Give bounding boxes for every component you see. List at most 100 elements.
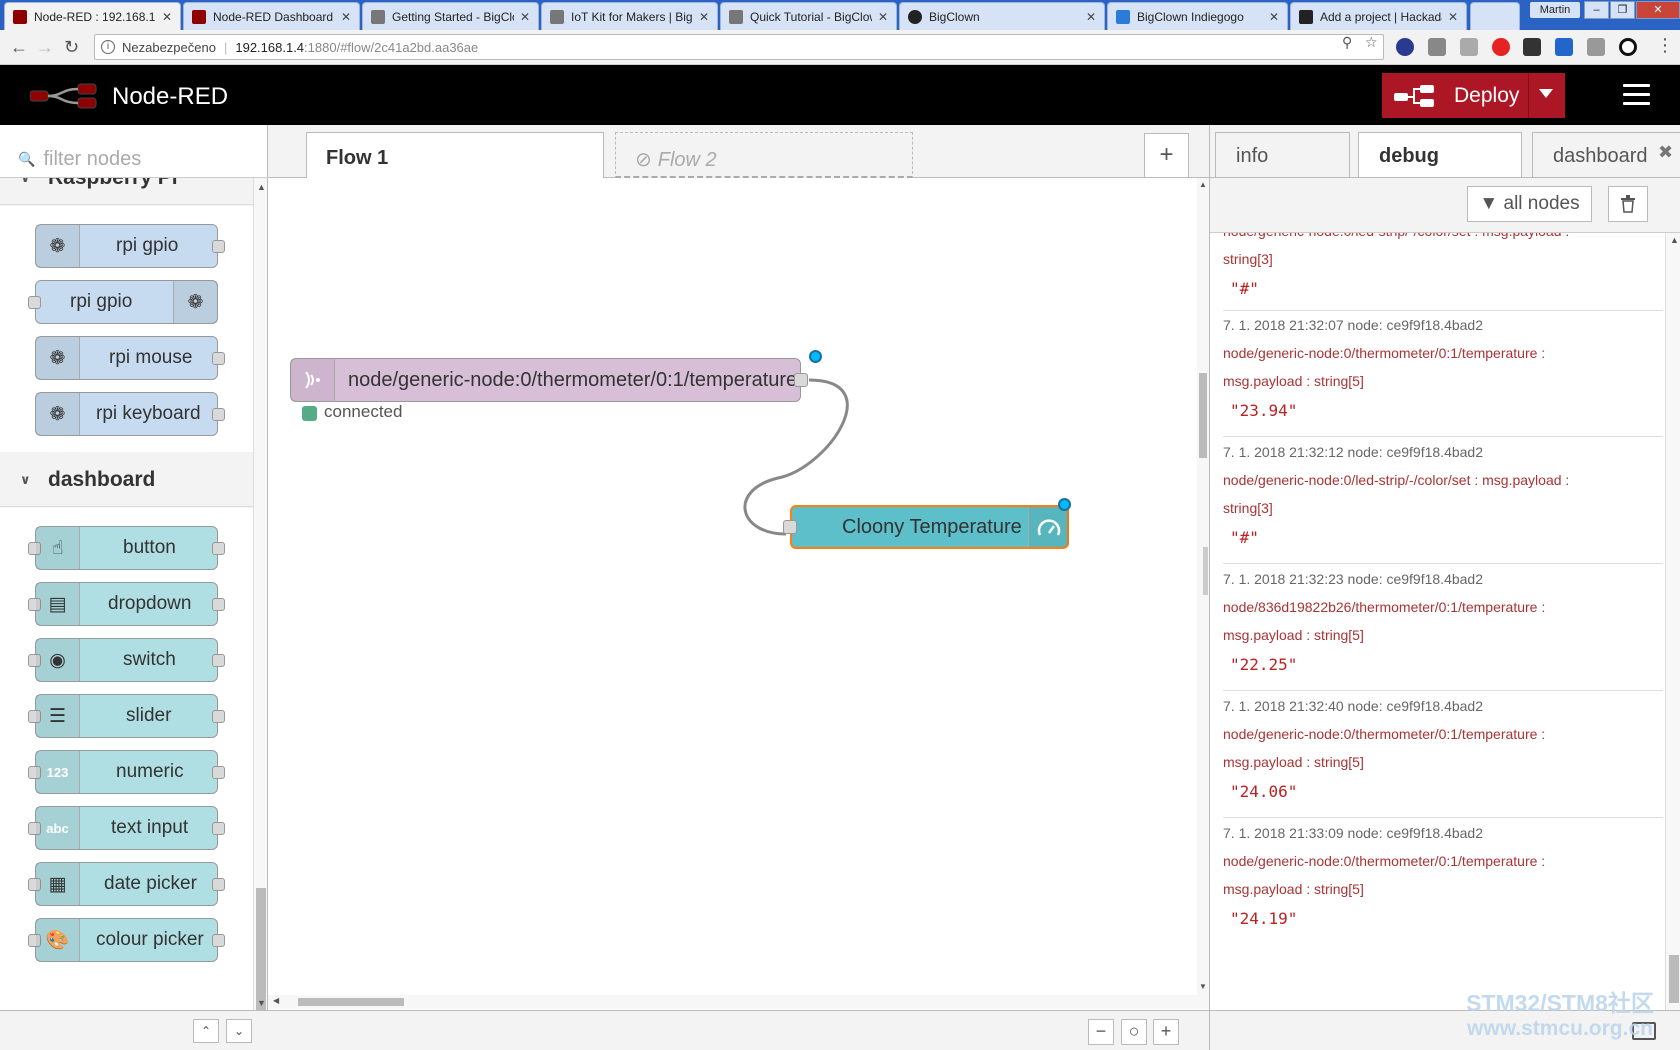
- sidebar-tab-info[interactable]: info: [1215, 132, 1350, 177]
- add-flow-button[interactable]: +: [1144, 133, 1189, 178]
- debug-message[interactable]: 7. 1. 2018 21:32:12 node: ce9f9f18.4bad2…: [1223, 438, 1663, 564]
- close-tab-icon[interactable]: ✕: [340, 9, 351, 24]
- palette-scrollbar-thumb[interactable]: [256, 888, 266, 1033]
- close-tab-icon[interactable]: ✕: [1447, 9, 1458, 24]
- scroll-left-arrow-icon[interactable]: ◀: [273, 996, 280, 1005]
- palette-category-dashboard[interactable]: ∨ dashboard: [0, 452, 253, 507]
- browser-tab-node-red[interactable]: Node-RED : 192.168.1.4 ✕: [4, 2, 181, 30]
- debug-filter-button[interactable]: ▼ all nodes: [1467, 186, 1592, 222]
- debug-message[interactable]: 7. 1. 2018 21:32:07 node: ce9f9f18.4bad2…: [1223, 311, 1663, 437]
- debug-message[interactable]: 7. 1. 2018 21:32:40 node: ce9f9f18.4bad2…: [1223, 692, 1663, 818]
- palette-node-colour-picker[interactable]: 🎨 colour picker: [28, 918, 225, 962]
- zoom-out-icon[interactable]: −: [1088, 1019, 1114, 1045]
- extension-gamepad-icon[interactable]: [1523, 38, 1541, 56]
- palette-node-switch[interactable]: ◉ switch: [28, 638, 225, 682]
- expand-all-icon[interactable]: ⌄: [226, 1019, 252, 1043]
- palette-node-label: rpi gpio: [70, 291, 133, 312]
- input-port: [28, 822, 41, 835]
- sliders-icon: ☰: [36, 695, 80, 737]
- extension-circle-icon[interactable]: [1619, 38, 1637, 56]
- browser-tab-hackaday[interactable]: Add a project | Hackaday ✕: [1290, 2, 1467, 30]
- scroll-up-arrow-icon[interactable]: ▲: [1199, 180, 1207, 189]
- workspace-vscroll-thumb[interactable]: [1199, 373, 1207, 458]
- close-tab-icon[interactable]: ✕: [1085, 9, 1096, 24]
- palette-node-rpi-gpio-in[interactable]: ❁ rpi gpio: [35, 224, 225, 268]
- clear-debug-button[interactable]: [1608, 186, 1648, 222]
- palette-scrollbar[interactable]: ▲ ▼: [253, 178, 267, 1033]
- sidebar-tab-debug[interactable]: debug: [1358, 132, 1522, 177]
- palette-node-slider[interactable]: ☰ slider: [28, 694, 225, 738]
- main-menu-hamburger-icon[interactable]: [1623, 84, 1650, 111]
- scroll-down-arrow-icon[interactable]: ▼: [257, 998, 266, 1008]
- open-debug-window-icon[interactable]: [1632, 1022, 1656, 1040]
- close-tab-icon[interactable]: ✕: [1268, 9, 1279, 24]
- tab-flow-1[interactable]: Flow 1: [306, 132, 604, 179]
- tab-flow-2[interactable]: ⊘Flow 2: [615, 132, 913, 179]
- browser-tab-iot-kit[interactable]: IoT Kit for Makers | BigClown ✕: [541, 2, 718, 30]
- palette-category-raspberry-pi[interactable]: ∨ Raspberry Pi: [0, 178, 253, 205]
- output-port[interactable]: [794, 373, 808, 387]
- back-arrow-icon[interactable]: ←: [10, 37, 28, 57]
- debug-message-topic: node/generic-node:0/thermometer/0:1/temp…: [1223, 726, 1546, 742]
- close-tab-icon[interactable]: ✕: [519, 9, 530, 24]
- info-icon[interactable]: i: [101, 40, 115, 54]
- flow-node-mqtt-in[interactable]: node/generic-node:0/thermometer/0:1/temp…: [290, 350, 822, 402]
- browser-menu-icon[interactable]: ⋮: [1656, 35, 1674, 55]
- palette-node-rpi-gpio-out[interactable]: rpi gpio ❁: [28, 280, 218, 324]
- palette-node-rpi-mouse[interactable]: ❁ rpi mouse: [35, 336, 225, 380]
- collapse-all-icon[interactable]: ⌃: [193, 1019, 219, 1043]
- zoom-icon[interactable]: ⚲: [1342, 34, 1353, 50]
- deploy-options-caret-icon[interactable]: [1539, 89, 1553, 98]
- close-tab-icon[interactable]: ✕: [698, 9, 709, 24]
- extension-translate-icon[interactable]: [1555, 38, 1573, 56]
- browser-tab-dashboard[interactable]: Node-RED Dashboard ✕: [183, 2, 360, 30]
- palette-node-numeric[interactable]: 123 numeric: [28, 750, 225, 794]
- flow-node-gauge[interactable]: Cloony Temperature: [783, 498, 1071, 549]
- browser-tab-quick-tutorial[interactable]: Quick Tutorial - BigClown ✕: [720, 2, 897, 30]
- browser-tab-indiegogo[interactable]: BigClown Indiegogo ✕: [1107, 2, 1288, 30]
- close-window-icon[interactable]: ✕: [1636, 1, 1680, 19]
- browser-tab-bigclown-github[interactable]: BigClown ✕: [899, 2, 1105, 30]
- browser-tab-getting-started[interactable]: Getting Started - BigClown ✕: [362, 2, 539, 30]
- zoom-reset-icon[interactable]: ○: [1121, 1019, 1147, 1045]
- workspace-horizontal-scrollbar[interactable]: ◀: [268, 995, 1197, 1009]
- reload-icon[interactable]: ↻: [64, 37, 80, 57]
- palette-node-dropdown[interactable]: ▤ dropdown: [28, 582, 225, 626]
- browser-tab-title: Quick Tutorial - BigClown: [750, 9, 872, 24]
- palette-node-button[interactable]: ☝ button: [28, 526, 225, 570]
- sidebar-tab-dashboard[interactable]: dashboard: [1532, 132, 1680, 177]
- close-tab-icon[interactable]: ✕: [161, 9, 172, 24]
- debug-message[interactable]: 7. 1. 2018 21:32:23 node: ce9f9f18.4bad2…: [1223, 565, 1663, 691]
- scroll-up-arrow-icon[interactable]: ▲: [257, 182, 266, 192]
- debug-scrollbar[interactable]: ▲: [1665, 233, 1680, 1010]
- debug-message[interactable]: 7. 1. 2018 21:33:09 node: ce9f9f18.4bad2…: [1223, 819, 1663, 945]
- extension-shield-icon[interactable]: [1396, 38, 1414, 56]
- workspace-hscroll-thumb[interactable]: [298, 998, 404, 1006]
- close-tab-icon[interactable]: ✖: [1658, 142, 1674, 162]
- profile-badge[interactable]: Martin: [1530, 2, 1580, 18]
- extension-camera-icon[interactable]: [1460, 38, 1478, 56]
- url-input[interactable]: i Nezabezpečeno | 192.168.1.4:1880/#flow…: [94, 34, 1384, 60]
- flow-canvas[interactable]: node/generic-node:0/thermometer/0:1/temp…: [268, 178, 1197, 1009]
- close-tab-icon[interactable]: ✕: [877, 9, 888, 24]
- bookmark-star-icon[interactable]: ☆: [1365, 34, 1378, 50]
- extension-image-icon[interactable]: [1428, 38, 1446, 56]
- new-tab-button[interactable]: [1470, 2, 1520, 30]
- zoom-in-icon[interactable]: +: [1153, 1019, 1179, 1045]
- extension-record-icon[interactable]: [1492, 38, 1510, 56]
- scroll-up-arrow-icon[interactable]: ▲: [1670, 235, 1679, 245]
- minimize-window-icon[interactable]: –: [1584, 1, 1609, 19]
- forward-arrow-icon[interactable]: →: [36, 37, 54, 57]
- palette-node-text-input[interactable]: abc text input: [28, 806, 225, 850]
- palette-node-date-picker[interactable]: ▦ date picker: [28, 862, 225, 906]
- deploy-button[interactable]: Deploy: [1382, 73, 1565, 118]
- palette-search-input[interactable]: 🔍 filter nodes: [0, 125, 268, 178]
- palette-node-rpi-keyboard[interactable]: ❁ rpi keyboard: [35, 392, 225, 436]
- extension-puzzle-icon[interactable]: [1587, 38, 1605, 56]
- input-port[interactable]: [783, 520, 797, 534]
- scroll-down-arrow-icon[interactable]: ▼: [1199, 982, 1207, 991]
- debug-message[interactable]: node/generic-node:0/led-strip/-/color/se…: [1223, 233, 1663, 311]
- sidebar-splitter-handle[interactable]: [1203, 547, 1208, 595]
- debug-scrollbar-thumb[interactable]: [1669, 955, 1679, 1003]
- maximize-window-icon[interactable]: ❐: [1610, 1, 1635, 19]
